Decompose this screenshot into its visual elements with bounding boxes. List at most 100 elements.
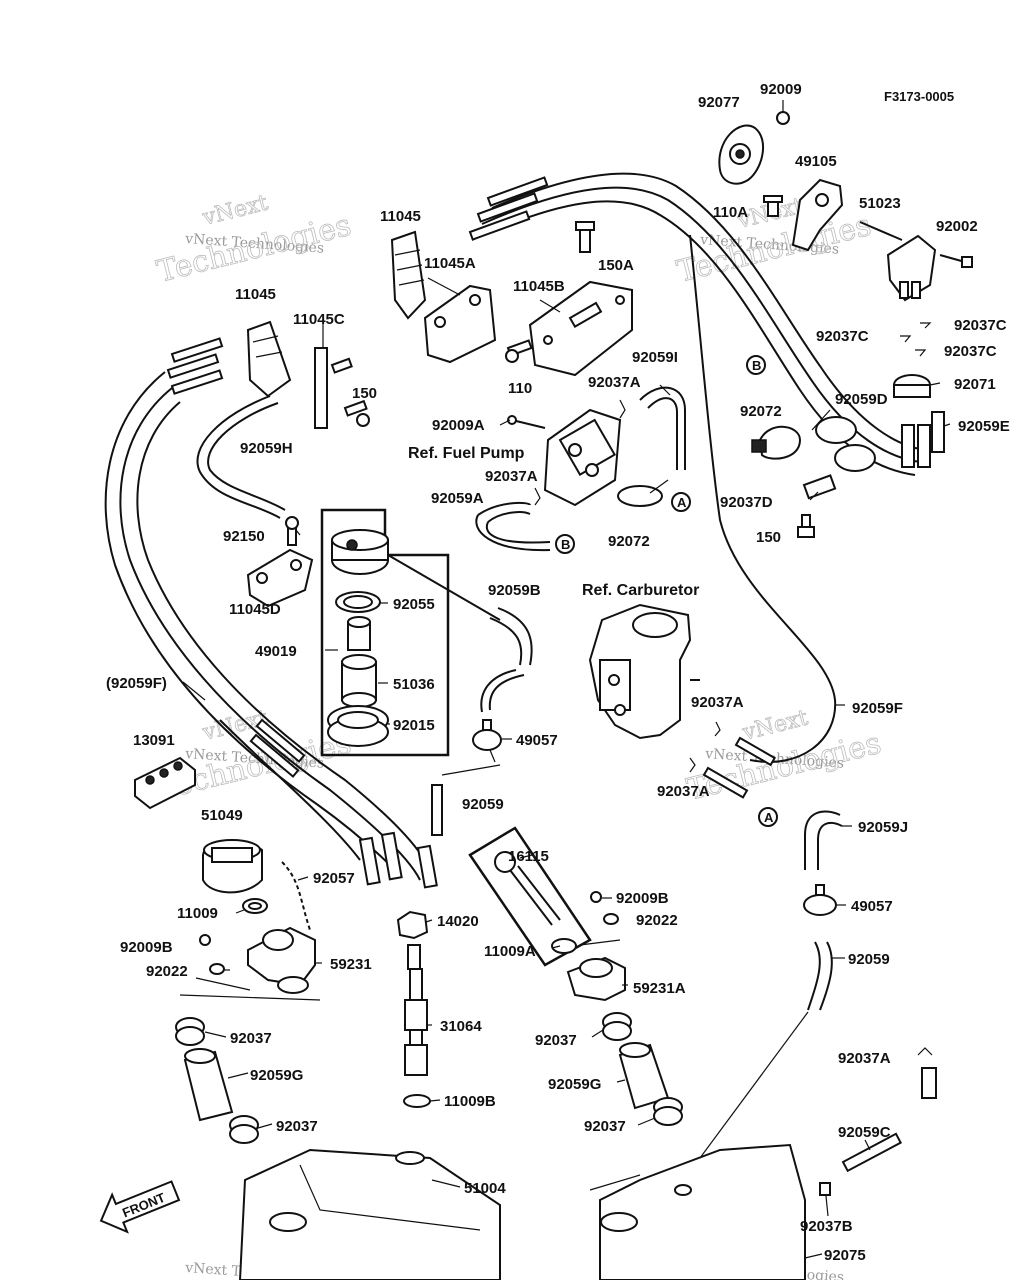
carburetor-ref	[588, 603, 700, 740]
label-ref-fuel-pump: Ref. Fuel Pump	[408, 445, 525, 462]
screw-92150	[285, 516, 299, 546]
strainer-top	[331, 529, 501, 621]
label-13091: 13091	[133, 732, 175, 749]
label-51036: 51036	[393, 676, 435, 693]
strainer-assembly-frame	[320, 508, 450, 757]
clip-92037A-1	[619, 399, 626, 419]
valve-49057-low	[803, 884, 837, 916]
label-92059G-right: 92059G	[548, 1076, 601, 1093]
label-92022-left: 92022	[146, 963, 188, 980]
label-11045-mid: 11045	[235, 286, 276, 303]
bracket-11045A	[423, 284, 497, 364]
fuel-pump-ref	[543, 408, 622, 507]
hose-92059G-left	[183, 1048, 234, 1122]
fuel-gauge-31064	[404, 944, 428, 1076]
svg-text:B: B	[561, 537, 570, 552]
cap-51049	[202, 839, 263, 894]
fuel-tank-51004	[238, 1148, 501, 1280]
label-92150: 92150	[223, 528, 265, 545]
clamp-92037-right-1	[602, 1012, 632, 1041]
hose-92059I	[639, 386, 686, 470]
main-hose-routing	[104, 172, 926, 881]
tube-sleeve-mid	[702, 736, 777, 799]
label-92072-low: 92072	[608, 533, 650, 550]
connector-b-top: B	[555, 534, 575, 554]
bowl-51036	[341, 654, 377, 708]
label-92037D: 92037D	[720, 494, 773, 511]
label-92055: 92055	[393, 596, 435, 613]
label-92002: 92002	[936, 218, 978, 235]
label-92009A: 92009A	[432, 417, 485, 434]
label-110A: 110A	[713, 204, 748, 221]
ring-nut-92015	[327, 705, 389, 747]
label-92037C-2: 92037C	[954, 317, 1007, 334]
label-11045-top: 11045	[380, 208, 421, 225]
connector-b-right: B	[746, 355, 766, 375]
label-92037A-2: 92037A	[485, 468, 538, 485]
gasket-11009B	[403, 1094, 431, 1108]
leader-59231	[179, 994, 321, 1001]
label-110: 110	[508, 380, 532, 397]
label-49019: 49019	[255, 643, 297, 660]
label-150A: 150A	[598, 257, 634, 274]
clip-92037A-5	[917, 1047, 933, 1056]
gauge-assembly-frame	[468, 826, 592, 967]
label-49105: 49105	[795, 153, 837, 170]
bolt-150-low	[797, 514, 815, 538]
label-92059J: 92059J	[858, 819, 908, 836]
leader-59231A	[579, 939, 621, 946]
label-49057-low: 49057	[851, 898, 893, 915]
clip-92037C	[900, 322, 932, 357]
label-92037-left-2: 92037	[276, 1118, 318, 1135]
label-92059F-left: (92059F)	[106, 675, 167, 692]
hose-92059-mid	[431, 764, 501, 836]
nut-14020	[396, 910, 429, 940]
valve-49057-mid	[472, 719, 502, 763]
label-92059B: 92059B	[488, 582, 541, 599]
svg-text:A: A	[677, 495, 687, 510]
clamp-block-13091	[134, 756, 196, 810]
front-direction-arrow: FRONT	[99, 1180, 181, 1234]
svg-text:B: B	[752, 358, 761, 373]
clamp-92072-top	[751, 425, 802, 460]
bracket-11045D	[246, 548, 314, 608]
clip-92072-low	[617, 485, 663, 507]
svg-text:vNext: vNext	[199, 191, 270, 231]
svg-text:A: A	[764, 810, 774, 825]
hose-sleeves-mid-left	[249, 718, 306, 778]
label-92059I: 92059I	[632, 349, 678, 366]
bolt-150A	[575, 221, 595, 253]
label-92037C-3: 92037C	[944, 343, 997, 360]
fuel-tank-right	[589, 1143, 806, 1280]
svg-text:Technologies: Technologies	[153, 208, 354, 290]
washer-92022-left	[209, 963, 225, 975]
fuel-tap-knob-92077	[718, 124, 764, 185]
tube-92059D	[901, 424, 931, 468]
filler-neck-59231A	[566, 956, 626, 1002]
label-92059-mid: 92059	[462, 796, 504, 813]
label-51023: 51023	[859, 195, 901, 212]
seal-rings-right	[815, 416, 876, 472]
tube-92059C-short	[921, 1067, 937, 1099]
label-49057-mid: 49057	[516, 732, 558, 749]
label-92037A-5: 92037A	[838, 1050, 891, 1067]
clamp-92037-right-2	[653, 1097, 683, 1126]
label-92072-top: 92072	[740, 403, 782, 420]
hose-sleeves-left	[166, 337, 224, 395]
screw-110A	[763, 195, 783, 217]
hose-92059B	[480, 607, 533, 713]
label-92077: 92077	[698, 94, 740, 111]
hose-92059A	[475, 501, 551, 552]
bracket-11045B	[528, 280, 633, 377]
label-92057: 92057	[313, 870, 355, 887]
label-92009B-left: 92009B	[120, 939, 173, 956]
bracket-49105	[791, 178, 844, 252]
clamp-92037-left-1	[175, 1017, 205, 1046]
label-11045D: 11045D	[229, 601, 281, 618]
clip-92037A-4	[689, 757, 696, 773]
hose-92059H	[196, 395, 286, 519]
label-51004: 51004	[464, 1180, 506, 1197]
cap-92071	[893, 374, 931, 398]
bolt-110	[505, 339, 533, 363]
